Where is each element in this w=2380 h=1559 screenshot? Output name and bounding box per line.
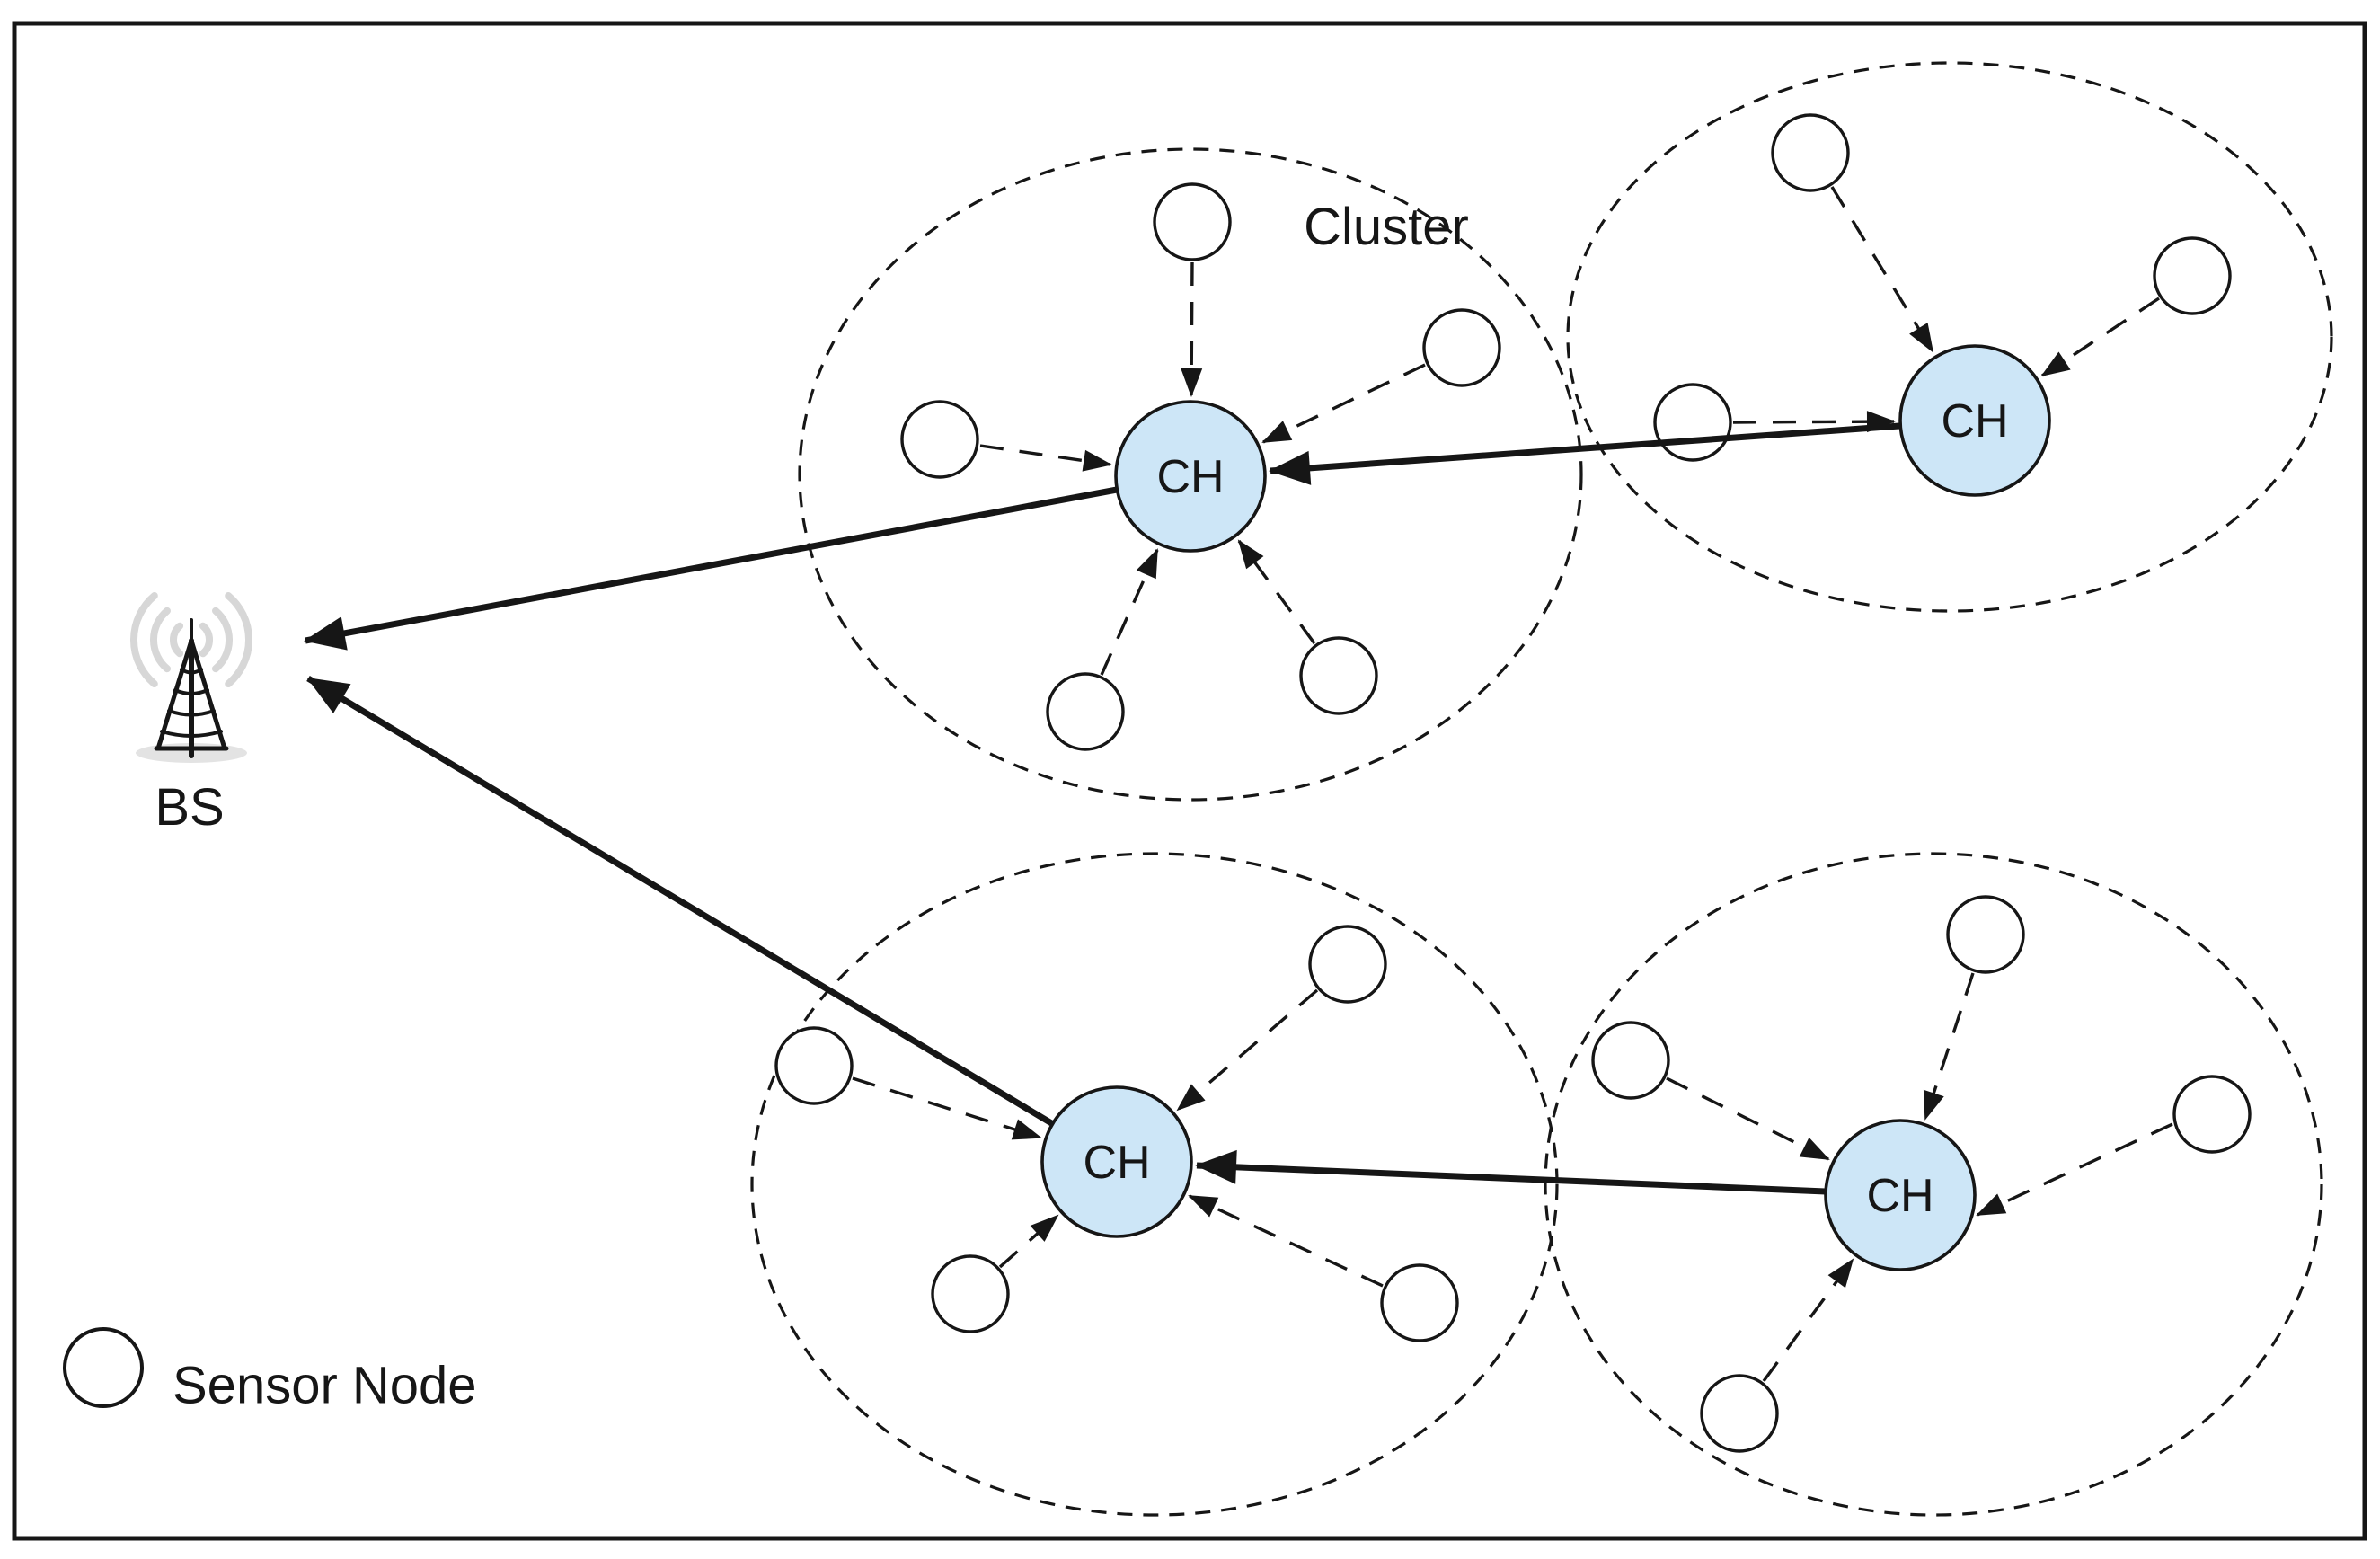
- sensor-to-ch-arrow: [1923, 972, 1975, 1121]
- ch-to-bs-arrow-top: [304, 486, 1118, 651]
- sensor-to-ch-arrow: [1666, 1076, 1830, 1161]
- sensor-node: [1380, 1263, 1459, 1342]
- sensor-node: [900, 400, 979, 479]
- cluster-head-label: CH: [1866, 1170, 1933, 1222]
- sensor-to-ch-arrow: [1100, 548, 1159, 676]
- radio-waves-icon: [130, 592, 252, 687]
- cluster-top-right: CH: [1653, 113, 2232, 497]
- sensor-to-ch-arrow: [1732, 411, 1896, 433]
- base-station: BS: [130, 592, 252, 837]
- sensor-node: [774, 1026, 854, 1105]
- sensor-node: [1308, 925, 1387, 1004]
- cluster-boundary-bottom-left: [750, 852, 1559, 1517]
- sensor-to-ch-arrow: [1762, 1258, 1854, 1383]
- ch-to-ch-arrow-bottom: [1195, 1149, 1827, 1195]
- outer-border: [12, 21, 2367, 1541]
- cluster-boundary-top-middle: [798, 147, 1583, 802]
- sensor-to-ch-arrow: [1976, 1122, 2173, 1217]
- radio-tower-icon: [136, 618, 247, 763]
- sensor-to-ch-arrow: [852, 1076, 1042, 1140]
- sensor-to-ch-arrow: [2040, 297, 2160, 377]
- sensor-node: [1046, 672, 1125, 751]
- cluster-head-bottom-left: [1040, 1085, 1193, 1238]
- cluster-annotation: Cluster: [1304, 198, 1469, 256]
- base-station-label: BS: [155, 778, 224, 837]
- sensor-to-ch-arrow: [998, 1214, 1059, 1269]
- sensor-to-ch-arrow: [1261, 363, 1426, 444]
- ch-to-bs-arrow-bottom: [306, 675, 1055, 1128]
- sensor-node: [1422, 308, 1501, 387]
- sensor-to-ch-arrow: [1176, 988, 1319, 1112]
- sensor-to-ch-arrow: [979, 444, 1112, 472]
- legend-sensor-node-icon: [63, 1327, 144, 1408]
- sensor-node: [1653, 383, 1732, 462]
- cluster-head-label: CH: [1941, 395, 2008, 447]
- cluster-head-top-middle: [1114, 400, 1267, 553]
- sensor-node: [2172, 1075, 2252, 1154]
- cluster-boundary-top-right: [1566, 61, 2333, 613]
- sensor-to-ch-arrow: [1830, 186, 1934, 353]
- ch-to-ch-arrow-top: [1269, 422, 1900, 485]
- cluster-bottom-left: CH: [774, 925, 1459, 1342]
- sensor-node: [1771, 113, 1850, 192]
- sensor-node: [1591, 1021, 1670, 1100]
- cluster-boundary-bottom-right: [1544, 852, 2323, 1517]
- cluster-top-middle: CH Cluster: [900, 182, 1501, 751]
- cluster-head-label: CH: [1083, 1137, 1150, 1189]
- cluster-head-top-right: [1898, 344, 2051, 497]
- sensor-node: [1153, 182, 1232, 261]
- cluster-head-bottom-right: [1824, 1119, 1977, 1271]
- sensor-node: [1700, 1374, 1779, 1453]
- sensor-node: [931, 1254, 1010, 1333]
- sensor-to-ch-arrow: [1181, 261, 1203, 397]
- legend-label: Sensor Node: [173, 1357, 477, 1415]
- legend: Sensor Node: [63, 1327, 477, 1415]
- sensor-node: [1299, 636, 1378, 715]
- sensor-node: [1946, 895, 2025, 974]
- cluster-bottom-right: CH: [1591, 895, 2252, 1453]
- sensor-to-ch-arrow: [1188, 1194, 1384, 1288]
- cluster-head-label: CH: [1156, 451, 1224, 503]
- sensor-node: [2153, 236, 2232, 315]
- sensor-to-ch-arrow: [1237, 539, 1316, 645]
